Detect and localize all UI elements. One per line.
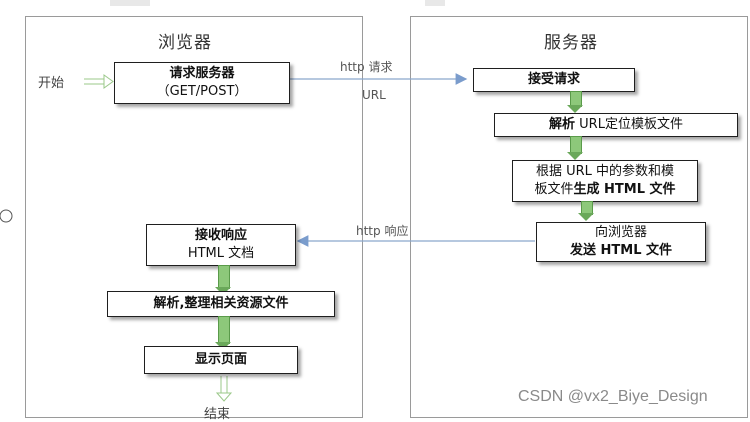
top-edge-artifact: [110, 0, 150, 6]
url-label: URL: [362, 88, 386, 102]
request-server-box: 请求服务器 （GET/POST）: [114, 62, 290, 104]
margin-circle-mark: [0, 209, 13, 223]
send-html-line1: 向浏览器: [594, 225, 647, 240]
accept-request-box: 接受请求: [473, 68, 635, 92]
server-flow-arrowhead-2: [567, 152, 583, 160]
accept-request-title: 接受请求: [527, 72, 580, 87]
display-page-title: 显示页面: [194, 352, 247, 367]
server-lane-title: 服务器: [544, 33, 598, 53]
parse-resources-title: 解析,整理相关资源文件: [153, 296, 289, 311]
parse-resources-box: 解析,整理相关资源文件: [107, 291, 335, 317]
request-server-method: （GET/POST）: [156, 84, 248, 99]
browser-flow-bar-1: [218, 265, 230, 289]
end-arrow: [215, 376, 233, 402]
browser-lane-title: 浏览器: [158, 33, 212, 53]
end-label: 结束: [204, 407, 231, 422]
send-html-line2: 发送 HTML 文件: [569, 243, 673, 258]
generate-html-line1: 根据 URL 中的参数和模: [535, 164, 675, 179]
generate-html-line2: 板文件生成 HTML 文件: [534, 181, 675, 199]
http-request-label: http 请求: [340, 60, 393, 74]
parse-url-rest: URL定位模板文件: [575, 117, 683, 132]
receive-response-subtitle: HTML 文档: [187, 246, 255, 261]
receive-response-title: 接收响应: [194, 228, 247, 243]
parse-url-text: 解析 URL定位模板文件: [549, 116, 683, 134]
parse-url-bold: 解析: [549, 117, 576, 132]
receive-response-box: 接收响应 HTML 文档: [146, 224, 296, 266]
send-html-box: 向浏览器 发送 HTML 文件: [536, 222, 706, 262]
generate-html-line2-a: 板文件: [534, 182, 574, 197]
start-label: 开始: [38, 76, 65, 91]
server-flow-arrowhead-1: [567, 105, 583, 113]
generate-html-line2-b: 生成 HTML 文件: [573, 182, 676, 197]
http-response-label: http 响应: [356, 224, 409, 238]
top-edge-artifact: [425, 0, 445, 6]
server-flow-arrowhead-3: [578, 213, 594, 221]
csdn-watermark: CSDN @vx2_Biye_Design: [518, 388, 708, 405]
display-page-box: 显示页面: [144, 346, 298, 374]
start-arrow: [84, 74, 114, 89]
browser-flow-bar-2: [218, 316, 230, 344]
generate-html-box: 根据 URL 中的参数和模 板文件生成 HTML 文件: [512, 160, 698, 202]
request-server-title: 请求服务器: [169, 66, 235, 81]
parse-url-box: 解析 URL定位模板文件: [494, 113, 738, 137]
